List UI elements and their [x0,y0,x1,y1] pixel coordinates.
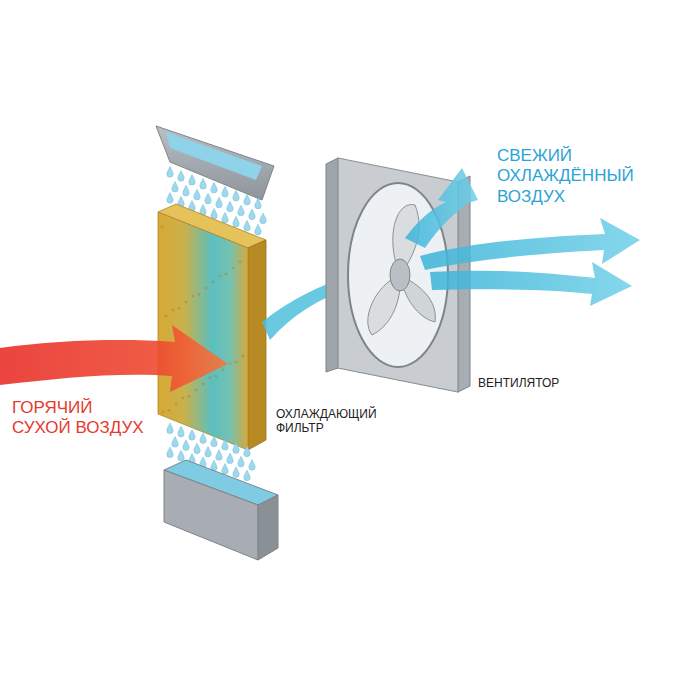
water-drop [183,440,189,451]
fan-frame-side [326,158,338,372]
fresh-air-label: СВЕЖИЙ ОХЛАЖДЁННЫЙ ВОЗДУХ [497,146,634,207]
hot-air-arrow [0,325,228,392]
filter-texture-dot [202,383,205,386]
water-drop [222,464,228,475]
water-drop [189,175,195,186]
water-drop [222,212,228,223]
water-drop [194,443,200,454]
water-drop [255,224,261,235]
water-drop [167,193,173,204]
filter-texture-dot [222,369,225,372]
water-drop [216,197,222,208]
filter-texture-dot [162,411,165,414]
water-drop [244,446,250,457]
filter-texture-dot [168,409,171,412]
filter-texture-dot [232,267,235,270]
water-drop [194,189,200,200]
fresh-air-arrow [430,262,632,306]
water-drop [205,193,211,204]
filter-texture-dot [215,375,218,378]
fresh-air-arrow [405,168,478,248]
water-drop [233,443,239,454]
filter-texture-dot [185,301,188,304]
filter-texture-dot [225,273,228,276]
water-drop [244,194,250,205]
filter-texture-dot [192,295,195,298]
filter-texture-dot [195,389,198,392]
water-drop [222,440,228,451]
water-drop [255,198,261,209]
bottom-tray-side [258,495,278,560]
water-drop [244,470,250,481]
water-drop [167,167,173,178]
water-drop [244,220,250,231]
water-drop [205,446,211,457]
filter-texture-dot [198,293,201,296]
top-tray [156,126,274,200]
filter-texture-dot [165,315,168,318]
fan-hub [390,259,410,291]
water-drop [172,181,178,192]
water-drop [233,216,239,227]
water-drop [233,190,239,201]
water-drop [227,201,233,212]
water-drop [227,453,233,464]
filter-texture-dot [205,287,208,290]
water-drop [200,178,206,189]
cooling-filter [158,212,248,450]
bottom-tray [164,470,258,560]
filter-texture-dot [172,309,175,312]
filter-texture-dot [239,260,242,263]
water-drop [211,208,217,219]
water-drop [222,186,228,197]
water-drop [233,467,239,478]
hot-air-label: ГОРЯЧИЙ СУХОЙ ВОЗДУХ [12,398,153,439]
filter-texture-dot [219,274,222,277]
water-drop [211,182,217,193]
filter-texture-dot [178,307,181,310]
water-drop [216,450,222,461]
water-drop [183,185,189,196]
water-drop [249,209,255,220]
water-drop [178,171,184,182]
water-drop [260,213,266,224]
water-drop [238,205,244,216]
water-drop [249,460,255,471]
water-drop [172,437,178,448]
filter-texture-dot [161,225,164,228]
fresh-air-arrow [420,218,640,270]
filter-texture-dot [242,355,245,358]
filter-texture-dot [188,395,191,398]
filter-texture-dot [212,281,215,284]
filter-texture-dot [229,362,232,365]
filter-side [248,240,266,450]
filter-texture-dot [175,403,178,406]
water-drop [211,460,217,471]
water-drop [238,456,244,467]
part-label: ОХЛАЖДАЮЩИЙ ФИЛЬТР [276,407,377,436]
part-label: ВЕНТИЛЯТОР [478,376,559,390]
water-drop [167,423,173,434]
water-drop [167,447,173,458]
water-drop [189,430,195,441]
water-drop [178,450,184,461]
filter-texture-dot [235,361,238,364]
filter-texture-dot [182,397,185,400]
water-drop [211,436,217,447]
water-drop [178,426,184,437]
filter-texture-dot [209,376,212,379]
water-drop [200,433,206,444]
